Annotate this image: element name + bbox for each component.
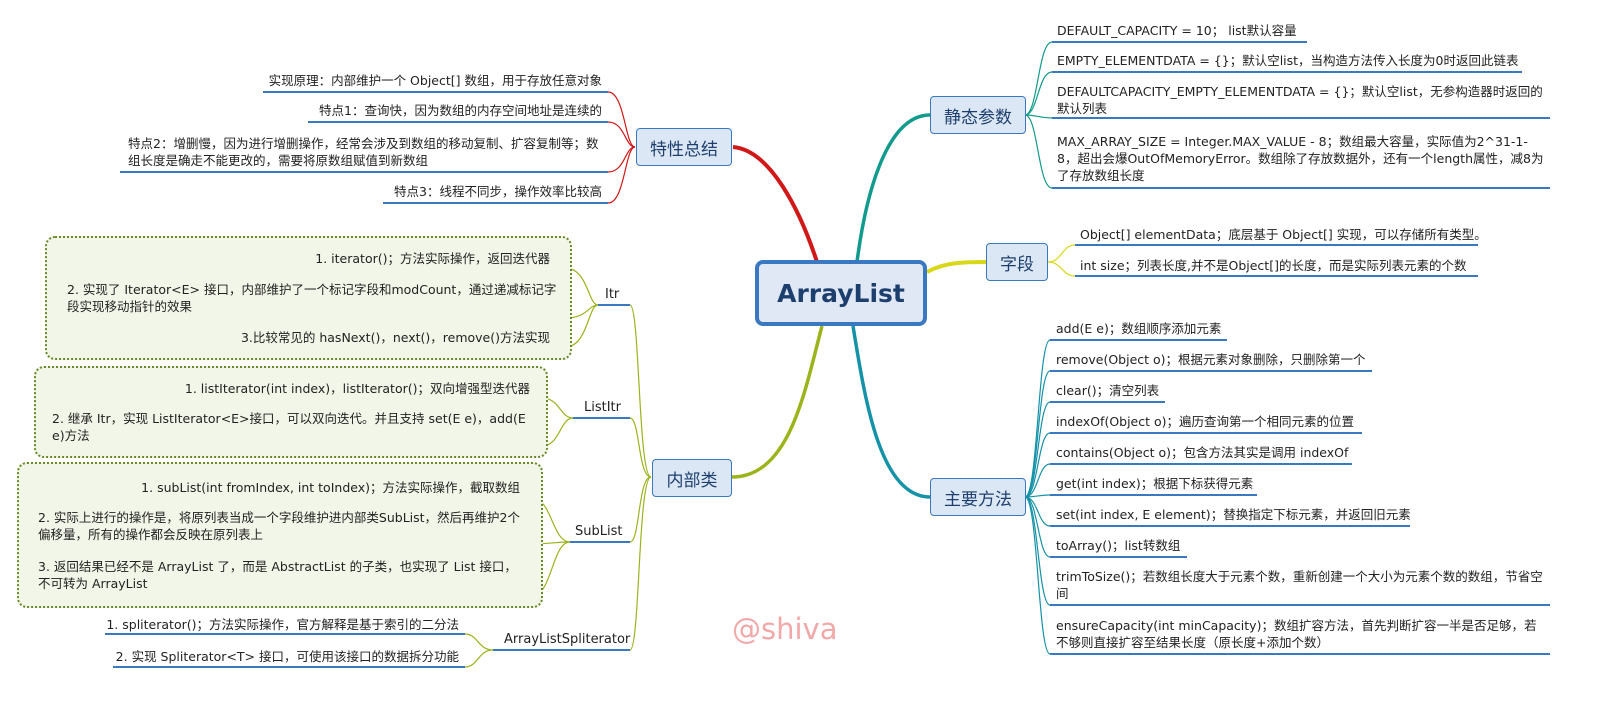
- listitr-item: 1. listIterator(int index)，listIterator(…: [184, 381, 530, 396]
- method-item: add(E e)；数组顺序添加元素: [1056, 321, 1222, 336]
- itr-item: 1. iterator()；方法实际操作，返回迭代器: [315, 251, 550, 266]
- feature-item: 实现原理：内部维护一个 Object[] 数组，用于存放任意对象: [268, 73, 602, 88]
- field-item: Object[] elementData；底层基于 Object[] 实现，可以…: [1080, 227, 1487, 242]
- method-item: remove(Object o)；根据元素对象删除，只删除第一个: [1056, 352, 1366, 367]
- branch-fields[interactable]: 字段: [986, 243, 1048, 281]
- feature-item: 特点2：增删慢，因为进行增删操作，经常会涉及到数组的移动复制、扩容复制等；数组长…: [128, 136, 599, 168]
- branch-inner-classes[interactable]: 内部类: [652, 459, 732, 497]
- itr-group-box: [45, 236, 572, 360]
- sublist-item: 2. 实际上进行的操作是，将原列表当成一个字段维护进内部类SubList，然后再…: [38, 510, 520, 542]
- method-item: toArray()；list转数组: [1056, 538, 1181, 553]
- branch-main-methods[interactable]: 主要方法: [930, 478, 1026, 516]
- feature-item: 特点1：查询快，因为数组的内存空间地址是连续的: [319, 103, 602, 118]
- inner-class-listitr[interactable]: ListItr: [584, 400, 622, 415]
- itr-item: 2. 实现了 Iterator<E> 接口，内部维护了一个标记字段和modCou…: [67, 282, 557, 314]
- inner-class-itr[interactable]: Itr: [605, 287, 620, 302]
- method-item: set(int index, E element)；替换指定下标元素，并返回旧元…: [1056, 507, 1411, 522]
- method-item: get(int index)；根据下标获得元素: [1056, 476, 1254, 491]
- static-param-item: EMPTY_ELEMENTDATA = {}；默认空list，当构造方法传入长度…: [1057, 53, 1519, 68]
- feature-item: 特点3：线程不同步，操作效率比较高: [394, 184, 602, 199]
- method-item: ensureCapacity(int minCapacity)；数组扩容方法，首…: [1056, 618, 1537, 650]
- sublist-group-box: [17, 462, 543, 608]
- static-param-item: DEFAULT_CAPACITY = 10； list默认容量: [1057, 23, 1297, 38]
- sublist-item: 3. 返回结果已经不是 ArrayList 了，而是 AbstractList …: [38, 559, 517, 591]
- method-item: trimToSize()；若数组长度大于元素个数，重新创建一个大小为元素个数的数…: [1056, 569, 1543, 601]
- listitr-group-box: [34, 366, 548, 458]
- watermark: @shiva: [732, 612, 838, 646]
- field-item: int size；列表长度,并不是Object[]的长度，而是实际列表元素的个数: [1080, 258, 1467, 273]
- itr-item: 3.比较常见的 hasNext()，next()，remove()方法实现: [240, 330, 550, 345]
- inner-class-spliterator[interactable]: ArrayListSpliterator: [504, 632, 631, 647]
- method-item: contains(Object o)；包含方法其实是调用 indexOf: [1056, 445, 1349, 460]
- root-node[interactable]: ArrayList: [755, 260, 927, 326]
- static-param-item: DEFAULTCAPACITY_EMPTY_ELEMENTDATA = {}；默…: [1057, 84, 1543, 116]
- method-item: indexOf(Object o)；遍历查询第一个相同元素的位置: [1056, 414, 1355, 429]
- spliterator-item: 1. spliterator()；方法实际操作，官方解释是基于索引的二分法: [106, 617, 459, 632]
- listitr-item: 2. 继承 Itr，实现 ListIterator<E>接口，可以双向迭代。并且…: [52, 411, 526, 443]
- sublist-item: 1. subList(int fromIndex, int toIndex)；方…: [141, 480, 520, 495]
- static-param-item: MAX_ARRAY_SIZE = Integer.MAX_VALUE - 8；数…: [1057, 134, 1544, 183]
- method-item: clear()；清空列表: [1056, 383, 1160, 398]
- branch-static-params[interactable]: 静态参数: [930, 96, 1026, 134]
- spliterator-item: 2. 实现 Spliterator<T> 接口，可使用该接口的数据拆分功能: [115, 649, 459, 664]
- branch-features[interactable]: 特性总结: [636, 128, 732, 166]
- inner-class-sublist[interactable]: SubList: [575, 524, 623, 539]
